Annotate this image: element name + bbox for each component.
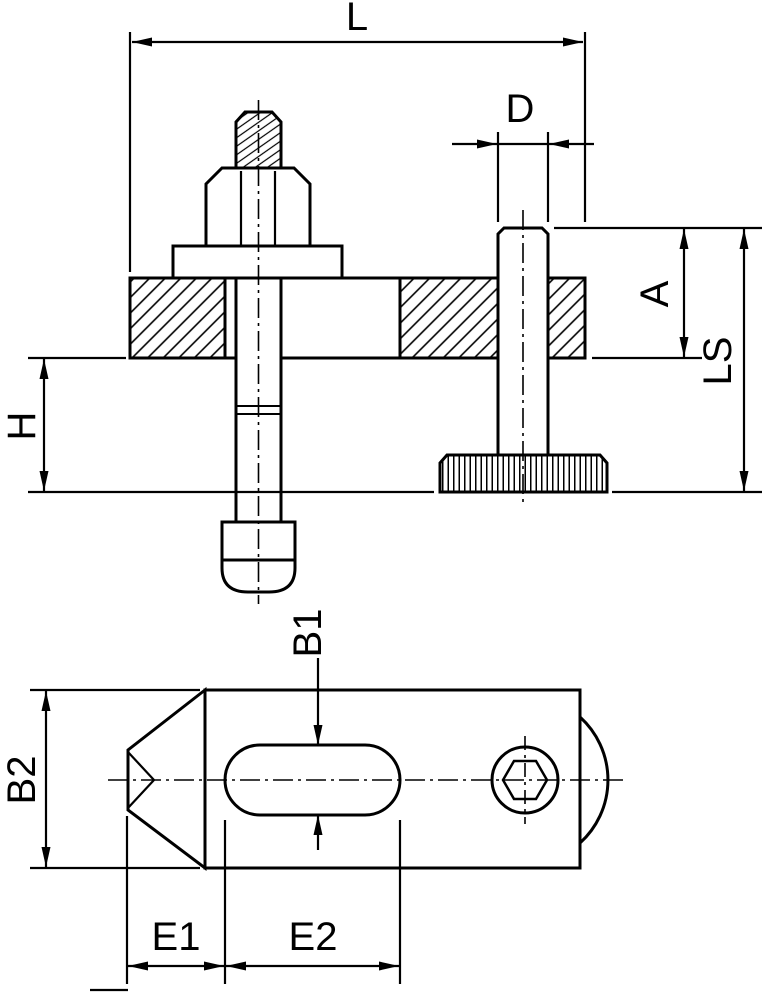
bar-section-hatch-right [548,278,585,358]
arrowhead [41,847,51,867]
clamp-bar-outline [128,276,587,360]
dimension-label-ls: LS [696,337,740,386]
arrowhead [739,471,749,491]
dimension-label-d: D [506,87,535,131]
dimension-label-a: A [633,280,677,307]
dimension-A: A [554,226,762,360]
arrowhead [563,37,583,47]
arrowhead [204,961,224,971]
arrowhead [739,229,749,249]
nose-bevel-line [127,751,155,781]
hex-socket [501,759,549,801]
arrowhead [132,37,152,47]
arrowhead [226,961,246,971]
dimension-D: D [452,87,594,222]
dimension-LS: LS [612,228,762,494]
dimension-label-e2: E2 [289,915,338,959]
arrowhead [679,337,689,357]
dimension-L: L [128,0,587,272]
nose-bevel-line [127,779,155,809]
bar-section-hatch-left [130,278,225,358]
dimension-H: H [0,356,434,494]
arrowhead [313,815,323,835]
dimension-label-h: H [0,412,44,441]
arrowhead [549,139,569,149]
dimension-E1-E2: E1 E2 [90,816,402,992]
side-view [128,100,609,604]
arrowhead [679,229,689,249]
washer [171,244,344,280]
dimension-B2: B2 [0,688,200,870]
plan-view [108,686,628,872]
arrowhead [477,139,497,149]
dimension-label-b1: B1 [286,609,330,658]
arrowhead [41,691,51,711]
arrowhead [128,961,148,971]
knurled-nut [438,453,609,494]
bar-section-hatch-middle [400,278,498,358]
dimension-label-e1: E1 [152,915,201,959]
dimension-label-b2: B2 [0,756,44,805]
arrowhead [379,961,399,971]
dimension-label-l: L [346,0,368,39]
dimension-B1: B1 [286,609,330,850]
arrowhead [313,725,323,745]
arrowhead [39,359,49,379]
arrowhead [39,471,49,491]
